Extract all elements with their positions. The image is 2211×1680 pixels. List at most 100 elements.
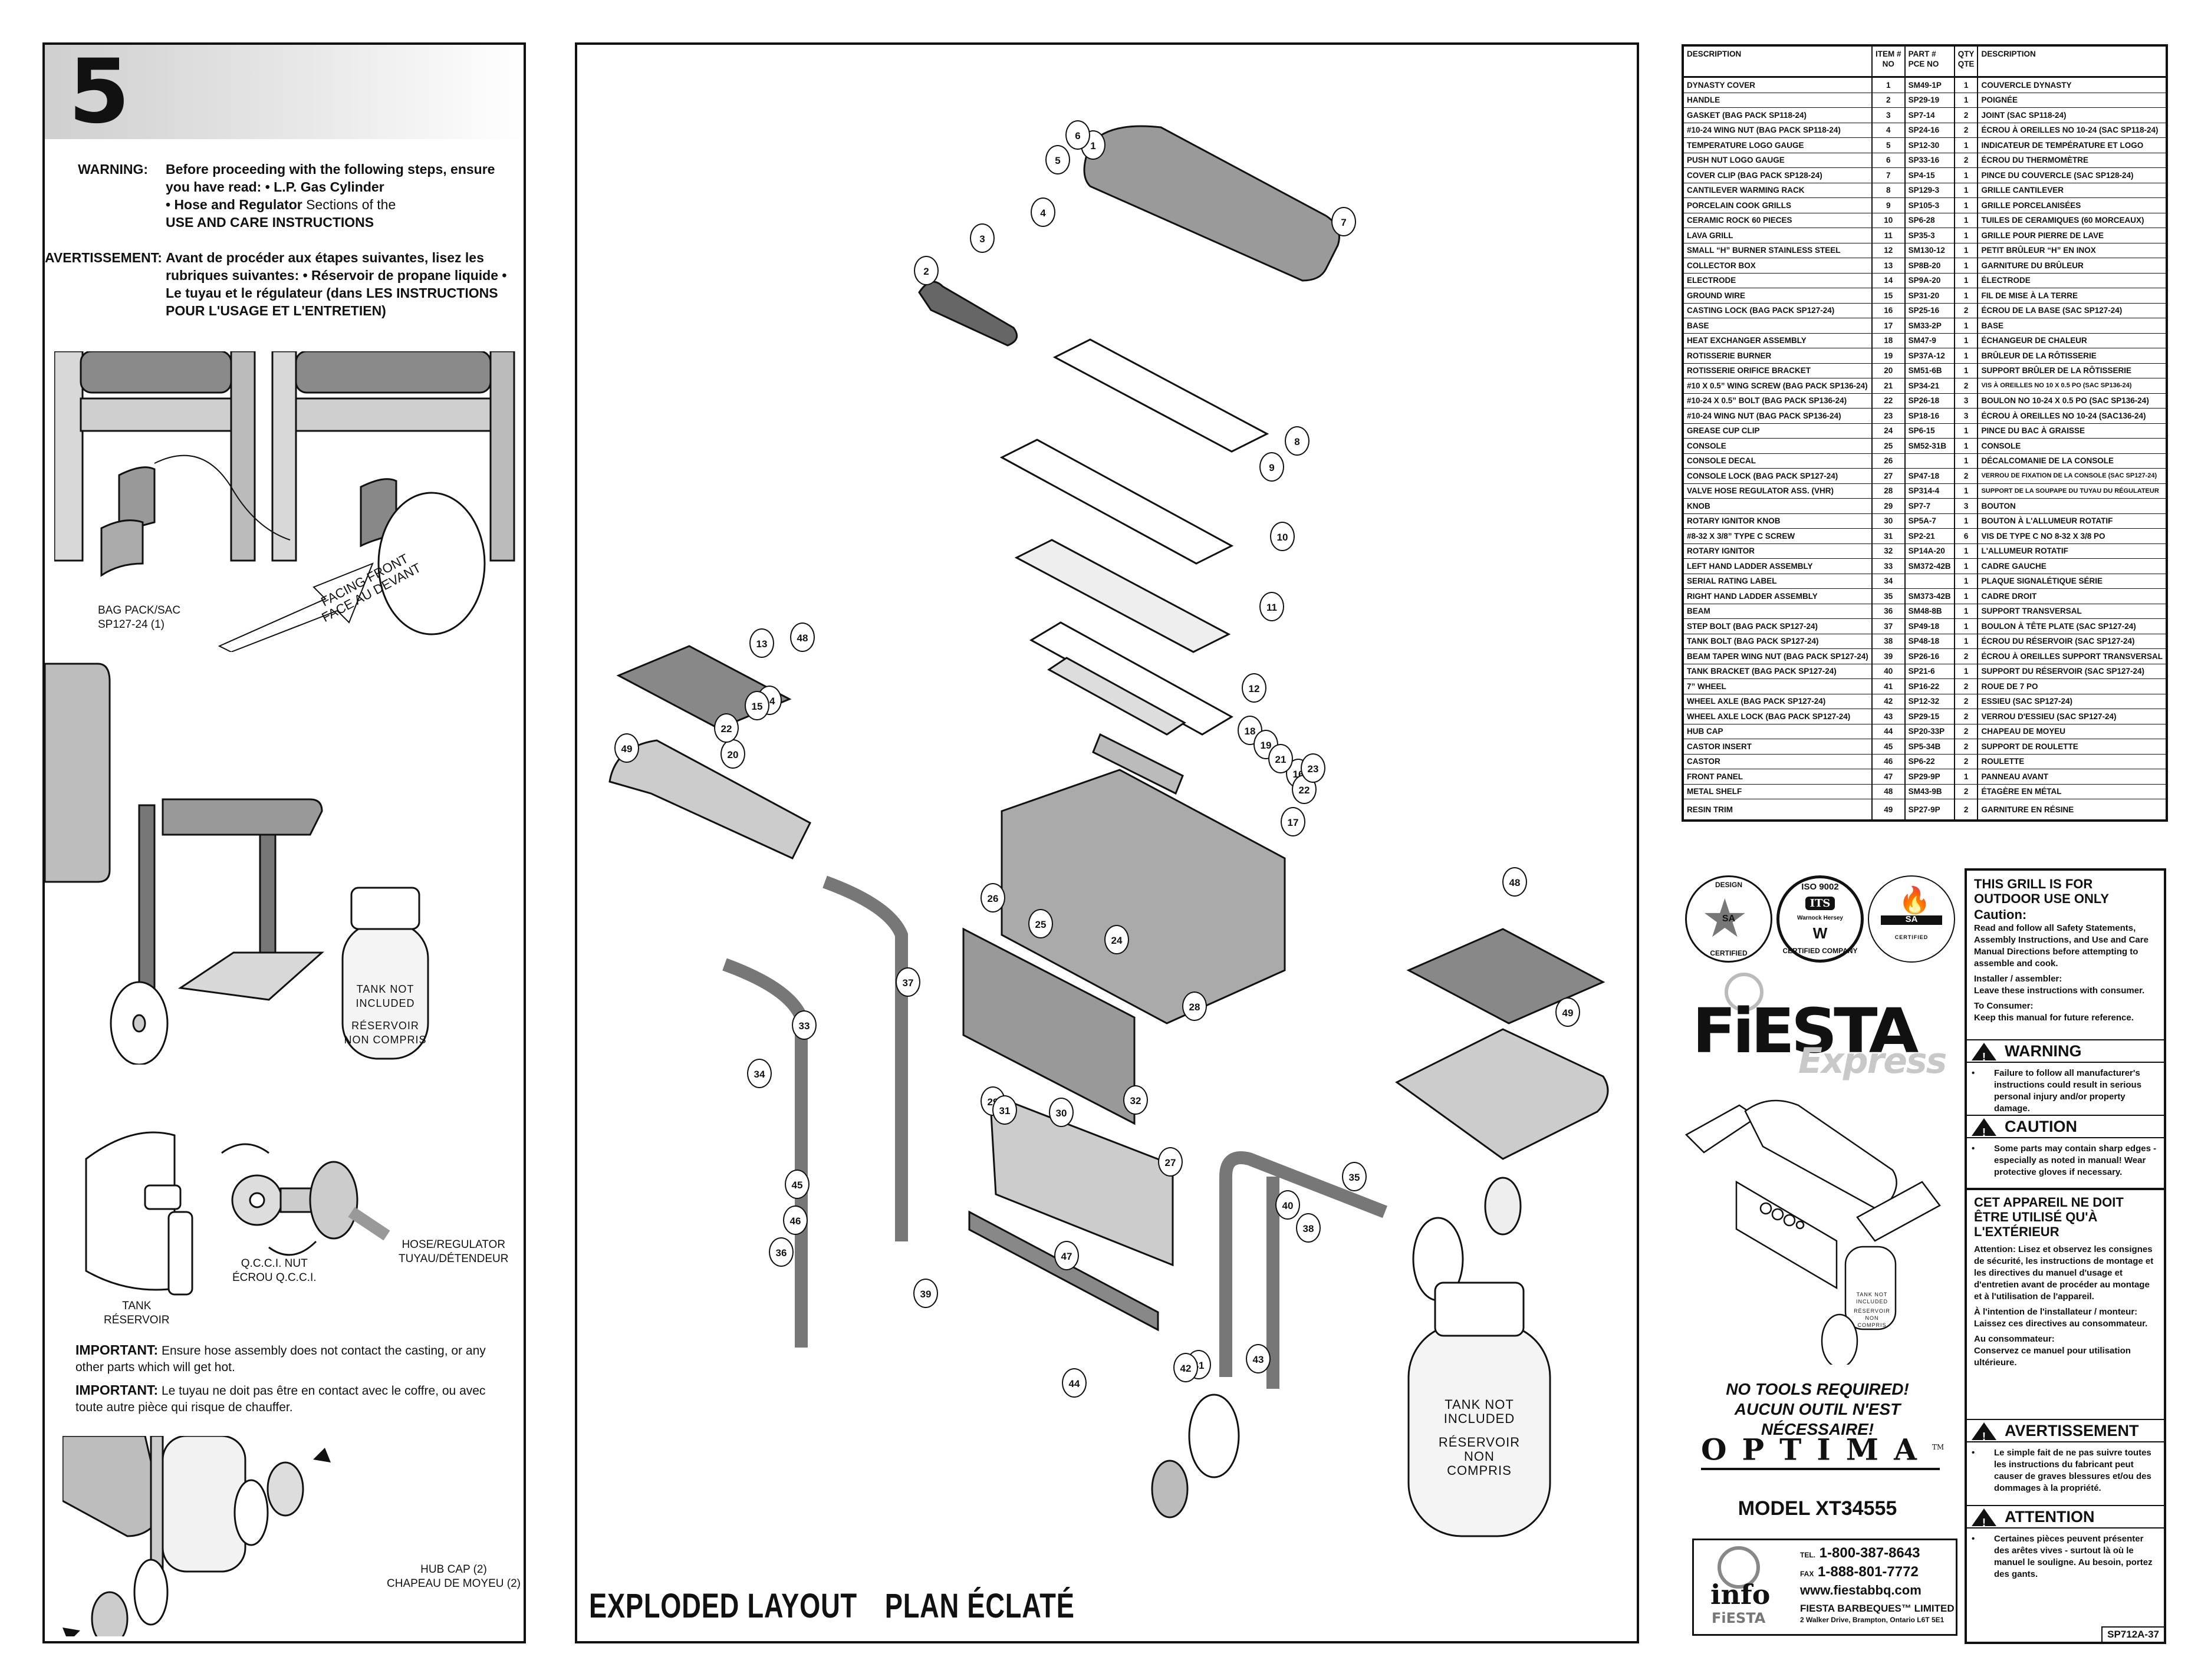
callout-12[interactable]: 12 [1242,673,1266,703]
callout-23[interactable]: 23 [1301,753,1325,783]
part-description-fr: ÉCROU À OREILLES SUPPORT TRANSVERSAL [1978,648,2167,664]
callout-45[interactable]: 45 [785,1170,810,1199]
quantity: 2 [1954,123,1979,138]
quantity: 1 [1954,769,1979,785]
callout-34[interactable]: 34 [747,1059,772,1088]
website-link[interactable]: www.fiestabbq.com [1800,1583,1922,1597]
phone-number[interactable]: 1-800-387-8643 [1819,1545,1920,1561]
part-description-fr: BASE [1978,318,2167,334]
part-description: ROTISSERIE ORIFICE BRACKET [1683,363,1873,378]
callout-48[interactable]: 48 [1502,867,1527,897]
callout-37[interactable]: 37 [896,967,920,997]
parts-table-row: #10-24 X 0.5” BOLT (BAG PACK SP136-24)22… [1683,393,2167,409]
callout-26[interactable]: 26 [981,883,1005,913]
callout-40[interactable]: 40 [1275,1190,1300,1220]
callout-25[interactable]: 25 [1028,909,1053,938]
item-number: 28 [1871,483,1906,499]
seal-band [1881,915,1942,925]
attention-triangle-icon [1972,1508,1996,1533]
attention-bullet: Certaines pièces peuvent présenter des a… [1967,1531,2164,1580]
callout-8[interactable]: 8 [1285,426,1310,456]
callout-3[interactable]: 3 [970,223,995,253]
quantity: 1 [1954,228,1979,243]
callout-42[interactable]: 42 [1173,1353,1198,1382]
callout-15[interactable]: 15 [745,691,769,720]
burner-icon [1047,657,1186,736]
callout-4[interactable]: 4 [1031,197,1055,227]
callout-20[interactable]: 20 [720,739,745,769]
part-description-fr: ÉLECTRODE [1978,273,2167,288]
callout-11[interactable]: 11 [1259,592,1284,621]
part-description: 7” WHEEL [1683,678,1873,694]
callout-22[interactable]: 22 [714,713,739,743]
callout-32[interactable]: 32 [1123,1085,1148,1115]
callout-33[interactable]: 33 [792,1010,817,1040]
part-number: SP12-30 [1904,137,1955,153]
callout-36[interactable]: 36 [769,1237,794,1267]
callout-21[interactable]: 21 [1268,744,1293,773]
callout-49[interactable]: 49 [1555,997,1580,1027]
thumb-tank-label: TANK NOT INCLUDED RÉSERVOIR NON COMPRIS [1851,1291,1893,1329]
item-number: 16 [1871,303,1906,318]
quantity: 1 [1954,634,1979,649]
beam-icon [968,1210,1159,1332]
callout-49[interactable]: 49 [614,733,639,763]
callout-5[interactable]: 5 [1045,145,1070,174]
callout-47[interactable]: 47 [1054,1241,1079,1270]
callout-13[interactable]: 13 [749,628,774,658]
quantity: 2 [1954,107,1979,123]
hub-cap-illustration [62,1436,331,1636]
callout-9[interactable]: 9 [1259,452,1284,482]
caption-line: TANK NOT [1856,1292,1888,1297]
wheel-icon [233,1479,269,1546]
callout-43[interactable]: 43 [1246,1344,1271,1373]
quantity: 1 [1954,243,1979,258]
callout-46[interactable]: 46 [783,1205,808,1235]
part-number: SP48-18 [1904,634,1955,649]
item-number: 30 [1871,513,1906,529]
quantity: 2 [1954,799,1979,821]
part-description: CONSOLE LOCK (BAG PACK SP127-24) [1683,468,1873,484]
info-fiesta-logo: FiESTA [1712,1610,1766,1626]
part-description: BEAM TAPER WING NUT (BAG PACK SP127-24) [1683,648,1873,664]
part-description-fr: L'ALLUMEUR ROTATIF [1978,543,2167,559]
callout-24[interactable]: 24 [1104,925,1129,954]
company-address: 2 Walker Drive, Brampton, Ontario L6T 5E… [1800,1616,1945,1624]
callout-10[interactable]: 10 [1270,522,1295,551]
part-description-fr: TUILES DE CERAMIQUES (60 MORCEAUX) [1978,213,2167,228]
callout-30[interactable]: 30 [1049,1098,1074,1127]
callout-6[interactable]: 6 [1065,120,1090,150]
callout-35[interactable]: 35 [1342,1162,1367,1191]
part-number: SP35-3 [1904,228,1955,243]
warning-section-body: Failure to follow all manufacturer's ins… [1967,1065,2164,1115]
header-text: QTY [1957,50,1975,58]
part-description-fr: INDICATEUR DE TEMPÉRATURE ET LOGO [1978,137,2167,153]
part-description: #10-24 WING NUT (BAG PACK SP118-24) [1683,123,1873,138]
no-tools-banner: NO TOOLS REQUIRED! AUCUN OUTIL N'EST NÉC… [1680,1379,1955,1439]
callout-38[interactable]: 38 [1296,1213,1321,1243]
seal-text: CERTIFIED [1710,949,1748,957]
quantity: 1 [1954,543,1979,559]
callout-31[interactable]: 31 [992,1095,1017,1125]
part-description: TANK BOLT (BAG PACK SP127-24) [1683,634,1873,649]
quantity: 3 [1954,408,1979,424]
avertissement-section-body: Le simple fait de ne pas suivre toutes l… [1967,1445,2164,1494]
callout-7[interactable]: 7 [1331,207,1356,236]
callout-28[interactable]: 28 [1182,991,1207,1021]
fr-consumer-label: Au consommateur: [1974,1334,2055,1344]
callout-2[interactable]: 2 [914,256,939,285]
part-description: TANK BRACKET (BAG PACK SP127-24) [1683,664,1873,679]
callout-44[interactable]: 44 [1062,1368,1087,1398]
callout-48[interactable]: 48 [790,622,815,652]
callout-27[interactable]: 27 [1158,1147,1183,1177]
callout-39[interactable]: 39 [913,1279,938,1308]
part-number: SP29-9P [1904,769,1955,785]
callout-17[interactable]: 17 [1281,807,1305,836]
